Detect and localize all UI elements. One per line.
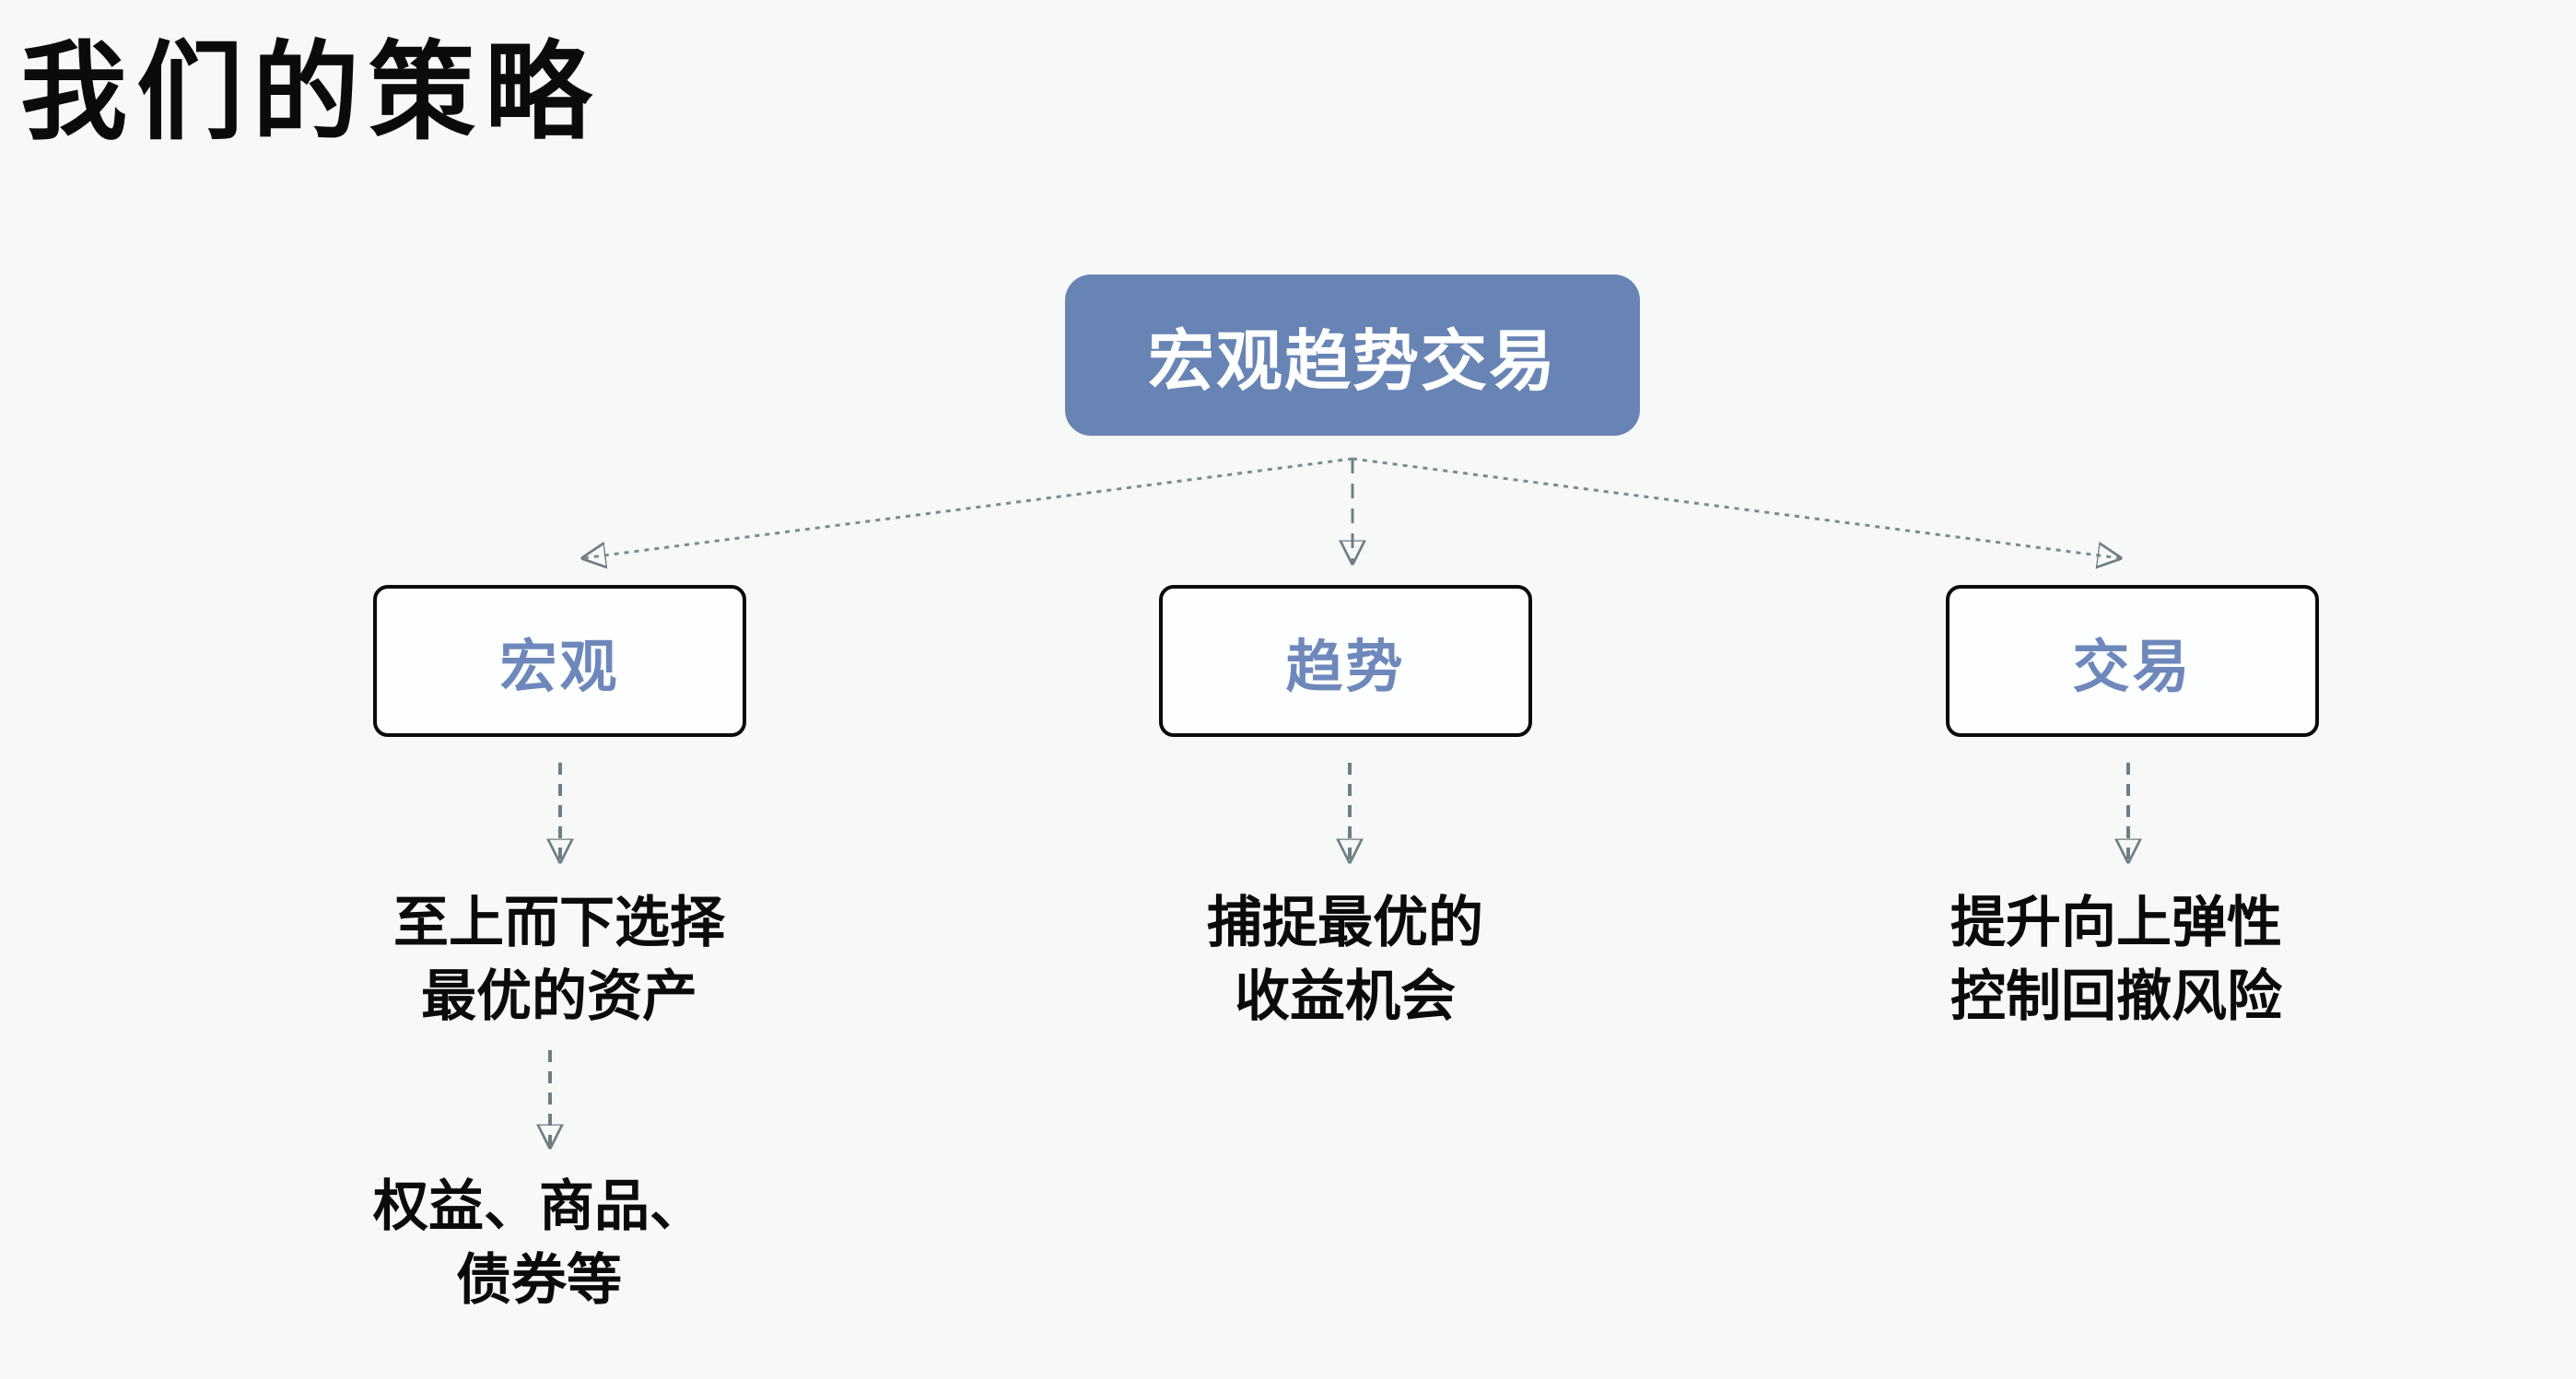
- connector-root-to-macro: [582, 457, 1353, 558]
- trend-description-line-2: 收益机会: [1235, 965, 1456, 1027]
- root-node-macro-trend-trading: 宏观趋势交易: [1065, 275, 1640, 436]
- branch-node-trend-label: 趋势: [1285, 635, 1406, 699]
- slide-title: 我们的策略: [20, 32, 601, 152]
- macro-description: 至上而下选择 最优的资产: [347, 886, 771, 1034]
- macro-asset-detail-line-1: 权益、商品、: [373, 1175, 705, 1237]
- trading-description: 提升向上弹性 控制回撤风险: [1904, 886, 2328, 1034]
- trend-description-line-1: 捕捉最优的: [1207, 892, 1483, 953]
- trend-description: 捕捉最优的 收益机会: [1133, 886, 1557, 1034]
- branch-node-macro-label: 宏观: [499, 635, 620, 699]
- branch-node-trend: 趋势: [1159, 585, 1532, 737]
- connector-root-to-trading: [1352, 457, 2121, 558]
- macro-asset-detail: 权益、商品、 债券等: [327, 1170, 751, 1317]
- macro-description-line-2: 最优的资产: [421, 965, 697, 1027]
- trading-description-line-2: 控制回撤风险: [1950, 965, 2282, 1027]
- branch-node-macro: 宏观: [373, 585, 746, 737]
- root-node-label: 宏观趋势交易: [1147, 325, 1557, 399]
- trading-description-line-1: 提升向上弹性: [1950, 892, 2282, 953]
- branch-node-trading: 交易: [1946, 585, 2319, 737]
- macro-description-line-1: 至上而下选择: [393, 892, 725, 953]
- branch-node-trading-label: 交易: [2072, 635, 2193, 699]
- macro-asset-detail-line-2: 债券等: [456, 1249, 622, 1311]
